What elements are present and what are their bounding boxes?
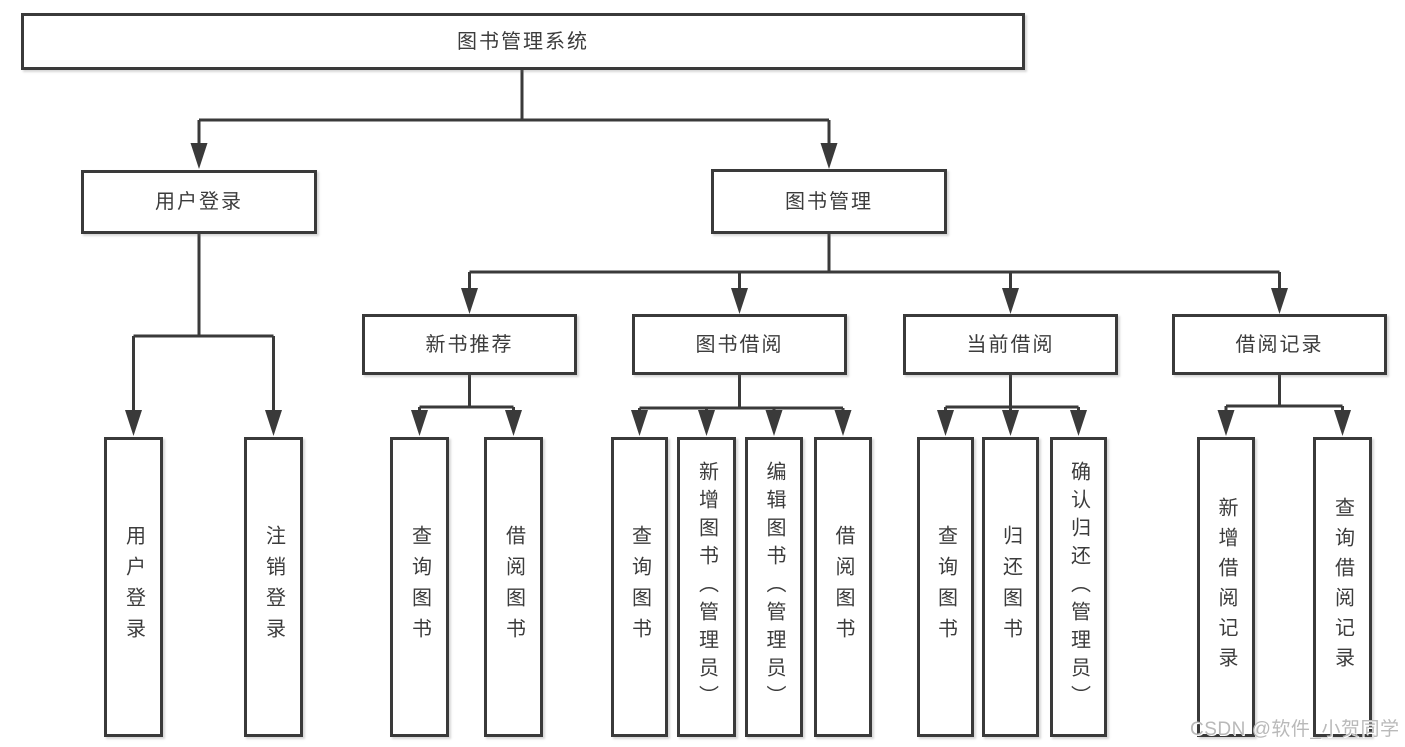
node-current-confirm-return-admin: 确认归还（管理员） bbox=[1050, 437, 1107, 737]
node-current-query-books: 查询图书 bbox=[917, 437, 974, 737]
arrow-down-icon bbox=[190, 143, 208, 169]
csdn-watermark: CSDN @软件_小贺同学 bbox=[1190, 719, 1400, 740]
node-label: 借阅图书 bbox=[832, 525, 854, 649]
node-book-borrow: 图书借阅 bbox=[632, 314, 847, 375]
node-label: 编辑图书（管理员） bbox=[763, 461, 785, 713]
arrow-down-icon bbox=[765, 410, 783, 436]
arrow-down-icon bbox=[631, 410, 648, 436]
node-recommend-borrow-books: 借阅图书 bbox=[484, 437, 543, 737]
connector-book-borrow-children bbox=[638, 375, 845, 412]
node-label: 图书借阅 bbox=[695, 333, 784, 356]
node-label: 用户登录 bbox=[122, 525, 145, 649]
arrow-down-icon bbox=[125, 410, 142, 436]
connector-user-login-children bbox=[132, 234, 275, 412]
arrow-down-icon bbox=[1217, 410, 1235, 436]
node-label: 查询图书 bbox=[934, 525, 957, 649]
node-label: 新增借阅记录 bbox=[1215, 497, 1237, 677]
node-current-return-books: 归还图书 bbox=[982, 437, 1039, 737]
arrow-down-icon bbox=[265, 410, 282, 436]
node-borrow-edit-books-admin: 编辑图书（管理员） bbox=[745, 437, 803, 737]
connector-borrow-records-children bbox=[1224, 375, 1344, 412]
node-label: 用户登录 bbox=[155, 191, 243, 213]
arrow-down-icon bbox=[1271, 288, 1288, 314]
node-new-book-recommend: 新书推荐 bbox=[362, 314, 577, 375]
node-label: 注销登录 bbox=[262, 525, 285, 649]
node-borrow-borrow-books: 借阅图书 bbox=[814, 437, 872, 737]
node-label: 确认归还（管理员） bbox=[1067, 461, 1090, 713]
node-records-add-record: 新增借阅记录 bbox=[1197, 437, 1255, 737]
arrow-down-icon bbox=[1334, 410, 1351, 436]
node-logout: 注销登录 bbox=[244, 437, 303, 737]
connector-book-management-to-level3 bbox=[468, 234, 1281, 290]
arrow-down-icon bbox=[411, 410, 428, 436]
node-borrow-add-books-admin: 新增图书（管理员） bbox=[677, 437, 736, 737]
node-label: 借阅记录 bbox=[1235, 333, 1324, 356]
arrow-down-icon bbox=[820, 143, 838, 169]
arrow-down-icon bbox=[834, 410, 852, 436]
connector-root-to-level2 bbox=[197, 70, 831, 145]
arrow-down-icon bbox=[698, 410, 715, 436]
node-login: 用户登录 bbox=[104, 437, 163, 737]
arrow-down-icon bbox=[1070, 410, 1087, 436]
arrow-down-icon bbox=[1002, 288, 1019, 314]
node-label: 查询图书 bbox=[628, 525, 651, 649]
node-label: 图书管理系统 bbox=[457, 30, 589, 53]
node-label: 借阅图书 bbox=[502, 525, 525, 649]
node-label: 新书推荐 bbox=[425, 333, 514, 356]
node-borrow-query-books: 查询图书 bbox=[611, 437, 668, 737]
node-borrow-records: 借阅记录 bbox=[1172, 314, 1387, 375]
node-label: 图书管理 bbox=[785, 190, 873, 213]
node-recommend-query-books: 查询图书 bbox=[390, 437, 449, 737]
node-records-query-record: 查询借阅记录 bbox=[1313, 437, 1372, 737]
node-label: 归还图书 bbox=[999, 525, 1022, 649]
node-label: 新增图书（管理员） bbox=[695, 461, 718, 713]
arrow-down-icon bbox=[731, 288, 748, 314]
node-label: 查询图书 bbox=[408, 525, 431, 649]
node-label: 查询借阅记录 bbox=[1331, 497, 1354, 677]
node-label: 当前借阅 bbox=[966, 333, 1055, 356]
node-current-borrow: 当前借阅 bbox=[903, 314, 1118, 375]
arrow-down-icon bbox=[937, 410, 954, 436]
arrow-down-icon bbox=[1002, 410, 1019, 436]
arrow-down-icon bbox=[505, 410, 522, 436]
node-book-management: 图书管理 bbox=[711, 169, 947, 234]
connector-new-book-children bbox=[418, 375, 515, 412]
arrow-down-icon bbox=[461, 288, 478, 314]
node-library-system: 图书管理系统 bbox=[21, 13, 1025, 70]
connector-current-borrow-children bbox=[944, 375, 1080, 412]
node-user-login: 用户登录 bbox=[81, 170, 317, 234]
